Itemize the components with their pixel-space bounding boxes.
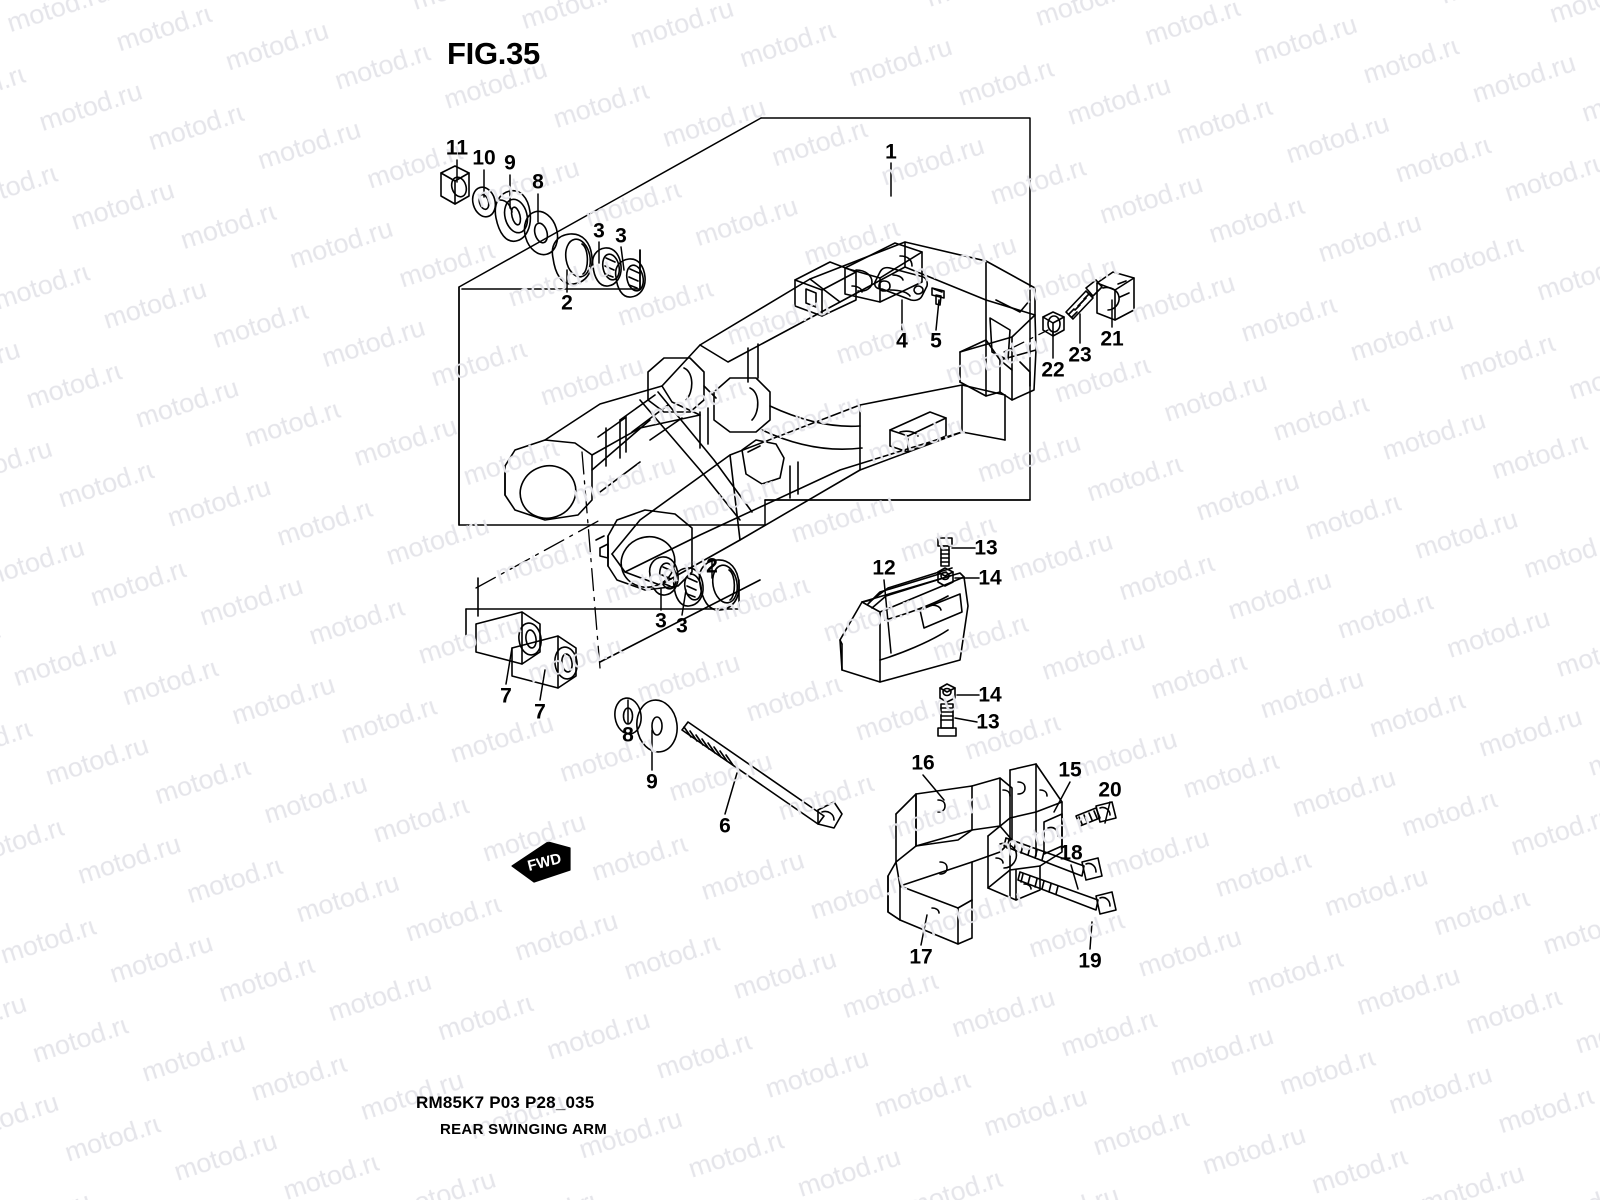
callout-ref-12: 12 xyxy=(872,556,896,580)
callout-ref-13: 13 xyxy=(976,710,1000,734)
callout-ref-2: 2 xyxy=(706,554,718,578)
callout-ref-18: 18 xyxy=(1059,841,1083,865)
callout-ref-8: 8 xyxy=(532,170,544,194)
footer-part-code: RM85K7 P03 P28_035 xyxy=(416,1093,595,1112)
callout-ref-16: 16 xyxy=(911,751,935,775)
callout-ref-22: 22 xyxy=(1041,358,1065,382)
callout-ref-9: 9 xyxy=(646,770,658,794)
callout-ref-6: 6 xyxy=(719,814,731,838)
callout-ref-23: 23 xyxy=(1068,343,1092,367)
callout-ref-11: 11 xyxy=(445,136,469,160)
callout-ref-10: 10 xyxy=(472,146,496,170)
callout-ref-20: 20 xyxy=(1098,778,1122,802)
callout-ref-14: 14 xyxy=(978,566,1002,590)
callout-ref-7: 7 xyxy=(534,700,546,724)
callout-ref-3: 3 xyxy=(615,224,627,248)
callout-ref-17: 17 xyxy=(909,945,933,969)
callout-ref-5: 5 xyxy=(930,329,942,353)
footer-figure-name: REAR SWINGING ARM xyxy=(440,1121,608,1138)
callout-ref-9: 9 xyxy=(504,151,516,175)
callout-ref-8: 8 xyxy=(622,723,634,747)
callout-ref-3: 3 xyxy=(676,614,688,638)
callout-ref-2: 2 xyxy=(561,291,573,315)
callout-ref-21: 21 xyxy=(1100,327,1124,351)
callout-ref-4: 4 xyxy=(896,329,908,353)
callout-ref-3: 3 xyxy=(655,609,667,633)
callout-ref-1: 1 xyxy=(885,140,897,164)
figure-title: FIG.35 xyxy=(447,36,540,71)
callout-ref-3: 3 xyxy=(593,219,605,243)
callout-ref-15: 15 xyxy=(1058,758,1082,782)
callout-ref-19: 19 xyxy=(1078,949,1102,973)
callout-ref-13: 13 xyxy=(974,536,998,560)
callout-ref-14: 14 xyxy=(978,683,1002,707)
callout-ref-7: 7 xyxy=(500,684,512,708)
